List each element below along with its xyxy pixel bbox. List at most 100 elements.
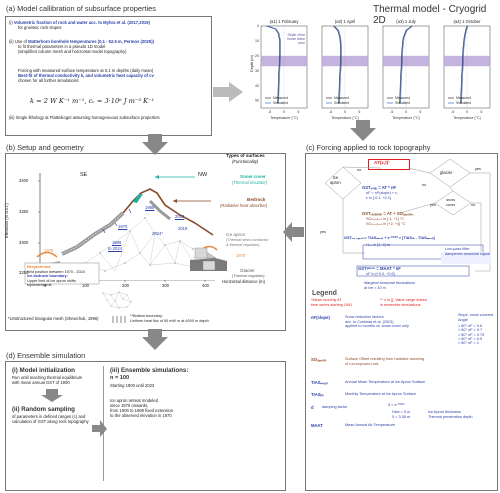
legend-d-key: d xyxy=(311,405,314,410)
slope-title: Slope, snow covered Angle xyxy=(458,313,494,322)
frozen-shear-zone xyxy=(322,55,368,67)
ytick-label: 30 xyxy=(255,69,259,73)
legend-nf-key: nF(slope) xyxy=(311,315,330,320)
panel-title: (a3) 1 July xyxy=(396,19,416,24)
legend-tias-ini-key: TIASᵢₙᵢ xyxy=(311,392,324,397)
section-a-item-i: (i) Volumetric fraction of rock and wate… xyxy=(9,20,150,31)
frozen-shear-zone xyxy=(261,55,307,67)
gst-radiation: GSTᵣₐₑᵢₐₜᵢₒₙ = AT + SOₐₚₚₑₓₜ, xyxy=(362,211,414,216)
at-box xyxy=(368,159,410,170)
legend-maat-desc: Mean Annual Air Temperature xyxy=(345,423,395,427)
bedrock-surface xyxy=(122,188,214,236)
ytick-label: 50 xyxy=(255,99,259,103)
legend-simulated: Simulated xyxy=(334,101,349,105)
xtick-label: 5 xyxy=(358,110,360,114)
section-a-forcing: Forcing with measured surface temperatur… xyxy=(18,68,154,84)
ice-apron-label: Ice apron xyxy=(226,232,246,237)
xtick-300: 300 xyxy=(162,283,169,288)
d-iii-n: n = 100 xyxy=(110,375,130,381)
legend-so-key: SOₐₚₚₑₓₜ xyxy=(311,357,327,362)
gst-ice-apron-hice: Hᵢₒₑ in [1, 9] m xyxy=(366,243,390,247)
ytick-3350: 3350 xyxy=(19,209,29,214)
legend-simulated: Simulated xyxy=(456,101,471,105)
section-b-title: (b) Setup and geometry xyxy=(6,143,84,152)
arrow-to-profiles xyxy=(213,82,243,102)
legend-so-desc: Surface Offset resulting from radiative … xyxy=(345,357,425,366)
xtick-label: -5 xyxy=(451,110,454,114)
legend-tias-mean-desc: Annual Mean Temperature at Ice Apron Sur… xyxy=(345,380,426,384)
xtick-label: 0 xyxy=(405,110,407,114)
label-no-snow: no xyxy=(471,203,476,207)
xtick-label: 5 xyxy=(297,110,299,114)
calibration-equation: k = 2 W K⁻¹ m⁻¹, cᵥ = 3·10⁶ J m⁻³ K⁻¹ xyxy=(30,97,155,105)
ytick-label: 10 xyxy=(255,39,259,43)
xlabel: Temperature (°C) xyxy=(270,116,298,120)
snow-cover-label: Snow cover xyxy=(240,174,266,179)
xlabel: Temperature (°C) xyxy=(453,116,481,120)
year-markers xyxy=(102,208,132,234)
decision-snow-cover: snow cover xyxy=(446,198,456,207)
ytick-3250: 3250 xyxy=(19,270,29,275)
section-d-divider xyxy=(103,366,104,481)
xtick-label: 5 xyxy=(419,110,421,114)
year-1999-a: 1999 xyxy=(145,205,155,210)
xtick-label: -5 xyxy=(390,110,393,114)
year-1970-top: 1970 xyxy=(118,224,128,229)
label-yes-snow: yes xyxy=(430,203,436,207)
frozen-shear-zone xyxy=(383,55,429,67)
geometry-xlabel: Horizontal distance (m) xyxy=(222,279,266,284)
section-a-textbox xyxy=(5,16,212,136)
xtick-200: 200 xyxy=(122,283,129,288)
label-no-glacier: no xyxy=(422,183,427,187)
legend-nf-desc: Snow reduction factors acc. to Czekirda … xyxy=(345,315,409,329)
year-1970-left: 1970 xyxy=(44,248,54,253)
ice-apron-icon-2 xyxy=(202,260,216,271)
snow-cover xyxy=(133,194,143,203)
label-nw: NW xyxy=(198,172,208,178)
ytick-label: 0 xyxy=(257,24,259,28)
section-a-title: (a) Model callibration of subsurface pro… xyxy=(6,4,156,13)
measured-line xyxy=(266,25,281,104)
xlabel: Temperature (°C) xyxy=(331,116,359,120)
marginal-note: Marginal seasonal fluctuations at ice > … xyxy=(364,281,416,290)
year-2013: 2013 xyxy=(175,214,185,219)
arrow-d-i-to-ii xyxy=(41,389,63,402)
label-no-ice: no xyxy=(357,168,362,172)
d-iii-text: Ice apron retreat modeled since 1970 onw… xyxy=(110,398,174,419)
gst-glacier: GSTᵍˡᵃᶜᶦᵉʳ = MAAT * nF xyxy=(358,266,401,271)
xtick-label: -5 xyxy=(268,110,271,114)
ice-apron-sub: (Thermal semi-conductor & thermal regula… xyxy=(226,238,269,247)
legend-d-formula: d = e⁻ᴴᶜᴾᵈ xyxy=(388,403,405,407)
mesh-lines xyxy=(84,217,198,272)
legend-title: Legend xyxy=(312,290,337,297)
panel-title: (a2) 1 April xyxy=(335,19,355,24)
page-title: Thermal model - Cryogrid 2D xyxy=(373,4,487,26)
section-c-frame xyxy=(305,153,498,491)
xtick-label: 0 xyxy=(466,110,468,114)
lowpass-note: Low-pass filter dampenes seasonal signal xyxy=(445,247,490,256)
ice-apron-nw xyxy=(148,199,171,221)
legend-simulated: Simulated xyxy=(395,101,410,105)
year-2024: 2024* xyxy=(152,231,163,236)
section-a-item-iii: (iii) Single lithology at Platteikogel a… xyxy=(9,115,160,120)
d-ii-title: (ii) Random sampling xyxy=(12,406,75,413)
ytick-3400: 3400 xyxy=(19,178,29,183)
arrow-a-to-b xyxy=(142,134,168,155)
arrow-c-to-b xyxy=(283,222,304,242)
glacier-label: Glacier xyxy=(240,268,255,273)
xtick-400: 400 xyxy=(202,283,209,288)
d-iii-title: (iii) Ensemble simulations: xyxy=(110,367,189,374)
types-title: Types of surfaces xyxy=(226,153,265,158)
ice-apron-icon xyxy=(193,247,217,259)
xtick-100: 100 xyxy=(82,283,89,288)
legend-measured: Measured xyxy=(334,96,349,100)
simulated-line xyxy=(267,25,281,104)
measured-line xyxy=(333,25,342,104)
decision-glacier: glacier xyxy=(440,170,453,175)
frozen-shear-zone xyxy=(444,55,490,67)
inset-legend-box xyxy=(24,262,100,285)
